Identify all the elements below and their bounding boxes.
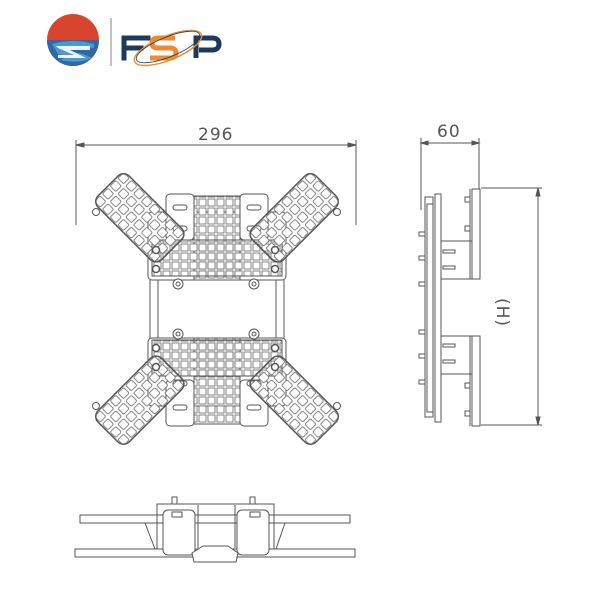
bottom-view [74, 496, 356, 563]
width-dimension [75, 140, 357, 225]
height-dimension-label: (H) [492, 298, 512, 328]
width-dimension-label: 296 [198, 125, 234, 145]
front-view [92, 173, 341, 445]
depth-dimension-label: 60 [437, 122, 461, 142]
side-view [418, 138, 542, 427]
company-logo [47, 14, 222, 67]
